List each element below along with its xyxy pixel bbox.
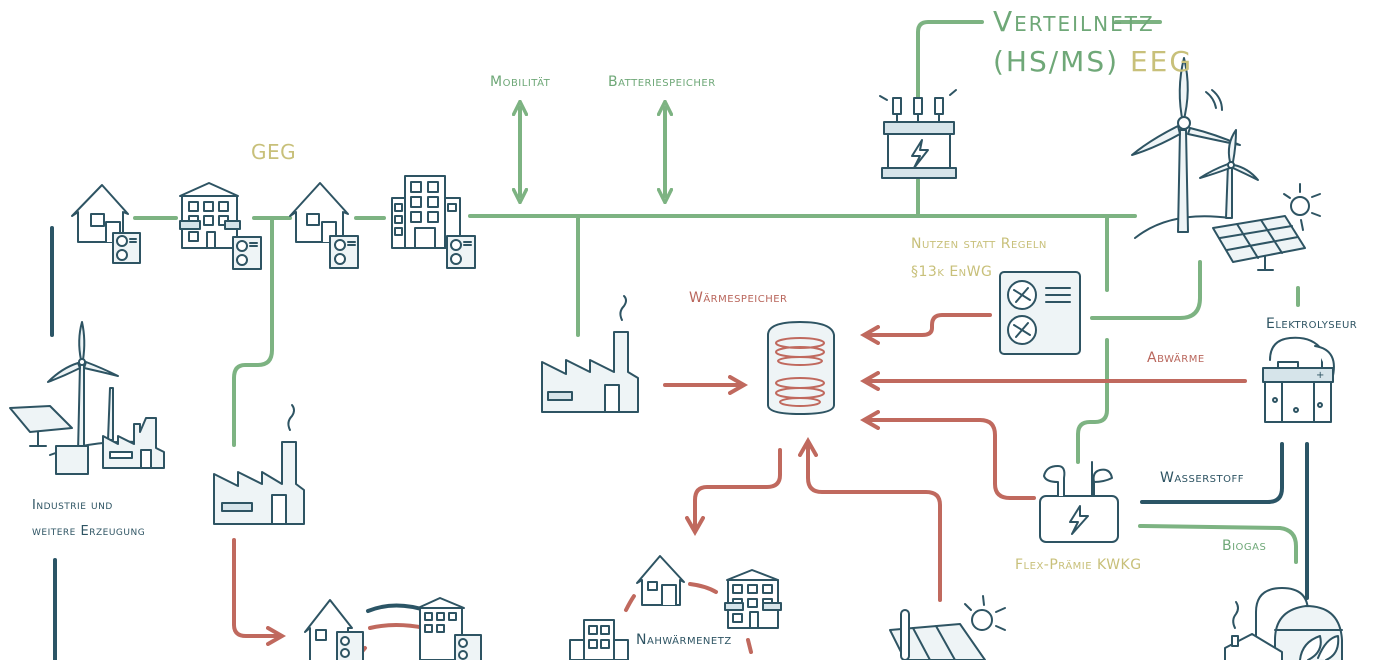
house-icon	[636, 555, 685, 606]
electrolyser-label: Elektrolyseur	[1266, 316, 1358, 332]
nahwaerme-arc-1	[624, 584, 644, 612]
heat-storage-tank-icon	[767, 321, 835, 415]
large-heat-pump-icon	[999, 271, 1081, 355]
biogas-plant-icon	[1224, 587, 1343, 660]
heat-pump-icon	[446, 235, 476, 269]
apartment-building-icon	[179, 182, 262, 270]
heat-pump-icon	[112, 232, 141, 264]
heatpump-heat-arrow	[859, 313, 992, 345]
heat-pump-icon	[232, 236, 262, 270]
solar-panel-icon	[1212, 215, 1306, 271]
sun-icon	[1283, 183, 1321, 231]
battery-storage-label: Batteriespeicher	[608, 74, 716, 90]
geg-label: GEG	[251, 140, 297, 164]
house-icon	[289, 182, 359, 269]
storage-to-nahwaerme	[685, 448, 782, 537]
apartment-building-icon	[724, 569, 782, 629]
geg-drop	[232, 216, 274, 447]
nahwaerme-arc-3	[746, 638, 753, 654]
verteilnetz-bracket-left	[916, 20, 984, 102]
heat-pump-icon	[336, 631, 364, 660]
heatpump-to-wind	[1090, 260, 1202, 320]
local-heat-network-label: Nahwärmenetz	[636, 632, 732, 648]
nahwaerme-arc-2	[688, 582, 718, 594]
heat-lines	[232, 313, 1247, 660]
svg-text:+: +	[1316, 370, 1324, 381]
transformer-icon	[879, 89, 957, 179]
house-icon	[304, 599, 364, 660]
heat-pump-icon	[329, 235, 359, 269]
factory-icon	[213, 404, 305, 525]
industry-label-line2: weitere Erzeugung	[32, 524, 146, 539]
electric-grid-lines	[133, 20, 1300, 564]
biogas-label: Biogas	[1222, 538, 1267, 554]
verteilnetz-subtitle: (HS/MS) EEG	[993, 44, 1193, 79]
house-icon	[71, 184, 141, 264]
biogas-line	[1138, 524, 1298, 564]
heat-pump-icon	[454, 634, 482, 660]
electrolyser-icon: +	[1262, 336, 1335, 423]
voltage-level-label: (HS/MS)	[993, 45, 1120, 78]
flex-premium-label: Flex-Prämie KWKG	[1015, 557, 1142, 573]
sun-icon	[964, 595, 1006, 631]
factory2-heat-line	[232, 538, 287, 646]
waste-heat-label: Abwärme	[1147, 350, 1205, 366]
chp-heat-arrow	[859, 410, 1036, 500]
industry-label-line1: Industrie und	[32, 498, 113, 513]
nutzen-statt-regeln-label: Nutzen statt Regeln	[911, 236, 1047, 252]
solar-thermal-icon	[889, 609, 986, 660]
hydrogen-label: Wasserstoff	[1160, 470, 1244, 486]
apartment-building-icon	[417, 597, 482, 660]
wind-turbine-icon	[1131, 57, 1259, 239]
mobility-label: Mobilität	[490, 74, 551, 90]
eeg-label: EEG	[1129, 45, 1194, 78]
office-building-icon	[569, 619, 629, 660]
chp-unit-icon	[1039, 461, 1119, 543]
office-building-icon	[391, 175, 476, 269]
chp-feed	[1076, 338, 1109, 464]
solarthermal-to-storage	[798, 436, 942, 602]
heat-storage-label: Wärmespeicher	[689, 290, 788, 306]
enwg-paragraph-label: §13k EnWG	[911, 264, 993, 280]
local-grid-red	[368, 623, 427, 630]
wasserstoff-line	[1140, 442, 1284, 504]
industry-cluster-icon	[9, 321, 165, 475]
verteilnetz-label: Verteilnetz	[993, 5, 1155, 38]
factory-icon	[541, 295, 639, 413]
